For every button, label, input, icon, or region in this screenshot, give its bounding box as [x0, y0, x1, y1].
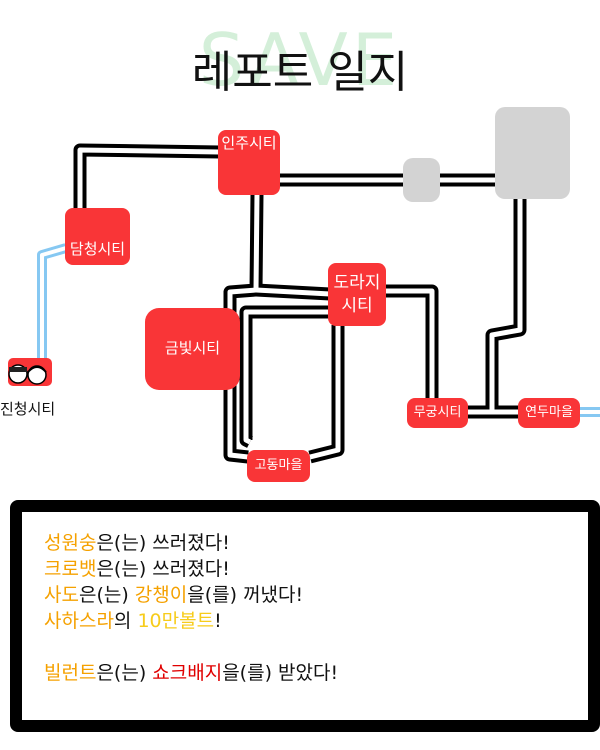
log-line: 빌런트은(는) 쇼크배지을(를) 받았다! — [44, 660, 338, 686]
city-label: 금빛시티 — [164, 339, 221, 358]
city-injoo[interactable]: 인주시티 — [218, 130, 280, 195]
water-route-jincheong — [37, 243, 68, 360]
move-name: 10만볼트 — [137, 610, 215, 632]
city-yeondu[interactable]: 연두마을 — [518, 398, 580, 428]
pokemon-name: 사도 — [44, 584, 79, 606]
pokemon-name: 성원숭 — [44, 532, 97, 554]
route-gray-yeondu — [485, 196, 527, 419]
log-line: 크로뱃은(는) 쓰러졌다! — [44, 556, 338, 582]
route-doraji-loop — [239, 305, 330, 448]
route-doraji-mugung — [384, 284, 439, 400]
city-label: 시티 — [341, 295, 373, 316]
route-doraji-godong — [308, 325, 345, 464]
log-spacer — [44, 634, 338, 660]
log-line: 사도은(는) 강챙이을(를) 꺼냈다! — [44, 582, 338, 608]
city-label: 도라지 — [333, 273, 381, 294]
locked-location-small — [403, 158, 440, 202]
city-label: 연두마을 — [525, 404, 573, 420]
pokemon-name: 사하스라 — [44, 610, 114, 632]
city-godong[interactable]: 고동마을 — [247, 450, 310, 482]
log-text: 을(를) 받았다! — [222, 662, 339, 684]
city-jincheong[interactable] — [8, 358, 52, 386]
log-text: 은(는) 쓰러졌다! — [96, 532, 230, 554]
locked-location-large — [495, 107, 570, 199]
log-text: 은(는) — [78, 584, 135, 606]
city-mugung[interactable]: 무궁시티 — [407, 398, 468, 428]
city-label: 담청시티 — [69, 239, 126, 258]
pokemon-name: 크로뱃 — [44, 558, 97, 580]
log-line: 사하스라의 10만볼트! — [44, 608, 338, 634]
log-text: 을(를) 꺼냈다! — [187, 584, 304, 606]
city-label: 인주시티 — [221, 134, 277, 152]
city-label: 고동마을 — [254, 457, 303, 473]
log-line: 성원숭은(는) 쓰러졌다! — [44, 530, 338, 556]
save-watermark: SAVE — [198, 18, 402, 102]
log-text: ! — [214, 610, 222, 632]
log-text: 은(는) 쓰러졌다! — [96, 558, 230, 580]
page-title: 레포트 일지 — [191, 47, 409, 98]
log-text: 의 — [113, 610, 138, 632]
message-log: 성원숭은(는) 쓰러졌다! 크로뱃은(는) 쓰러졌다! 사도은(는) 강챙이을(… — [10, 500, 600, 732]
city-geumbit[interactable]: 금빛시티 — [145, 308, 240, 390]
log-text: 은(는) — [96, 662, 153, 684]
badge-name: 쇼크배지 — [152, 662, 223, 684]
trainer-name: 빌런트 — [44, 662, 97, 684]
player-characters-icon — [8, 364, 47, 385]
city-jincheong-label: 진청시티 — [0, 400, 56, 418]
city-label: 무궁시티 — [413, 404, 462, 420]
pokemon-name: 강챙이 — [134, 584, 188, 606]
route-damcheong-injoo — [73, 143, 221, 210]
city-damcheong[interactable]: 담청시티 — [65, 208, 130, 265]
